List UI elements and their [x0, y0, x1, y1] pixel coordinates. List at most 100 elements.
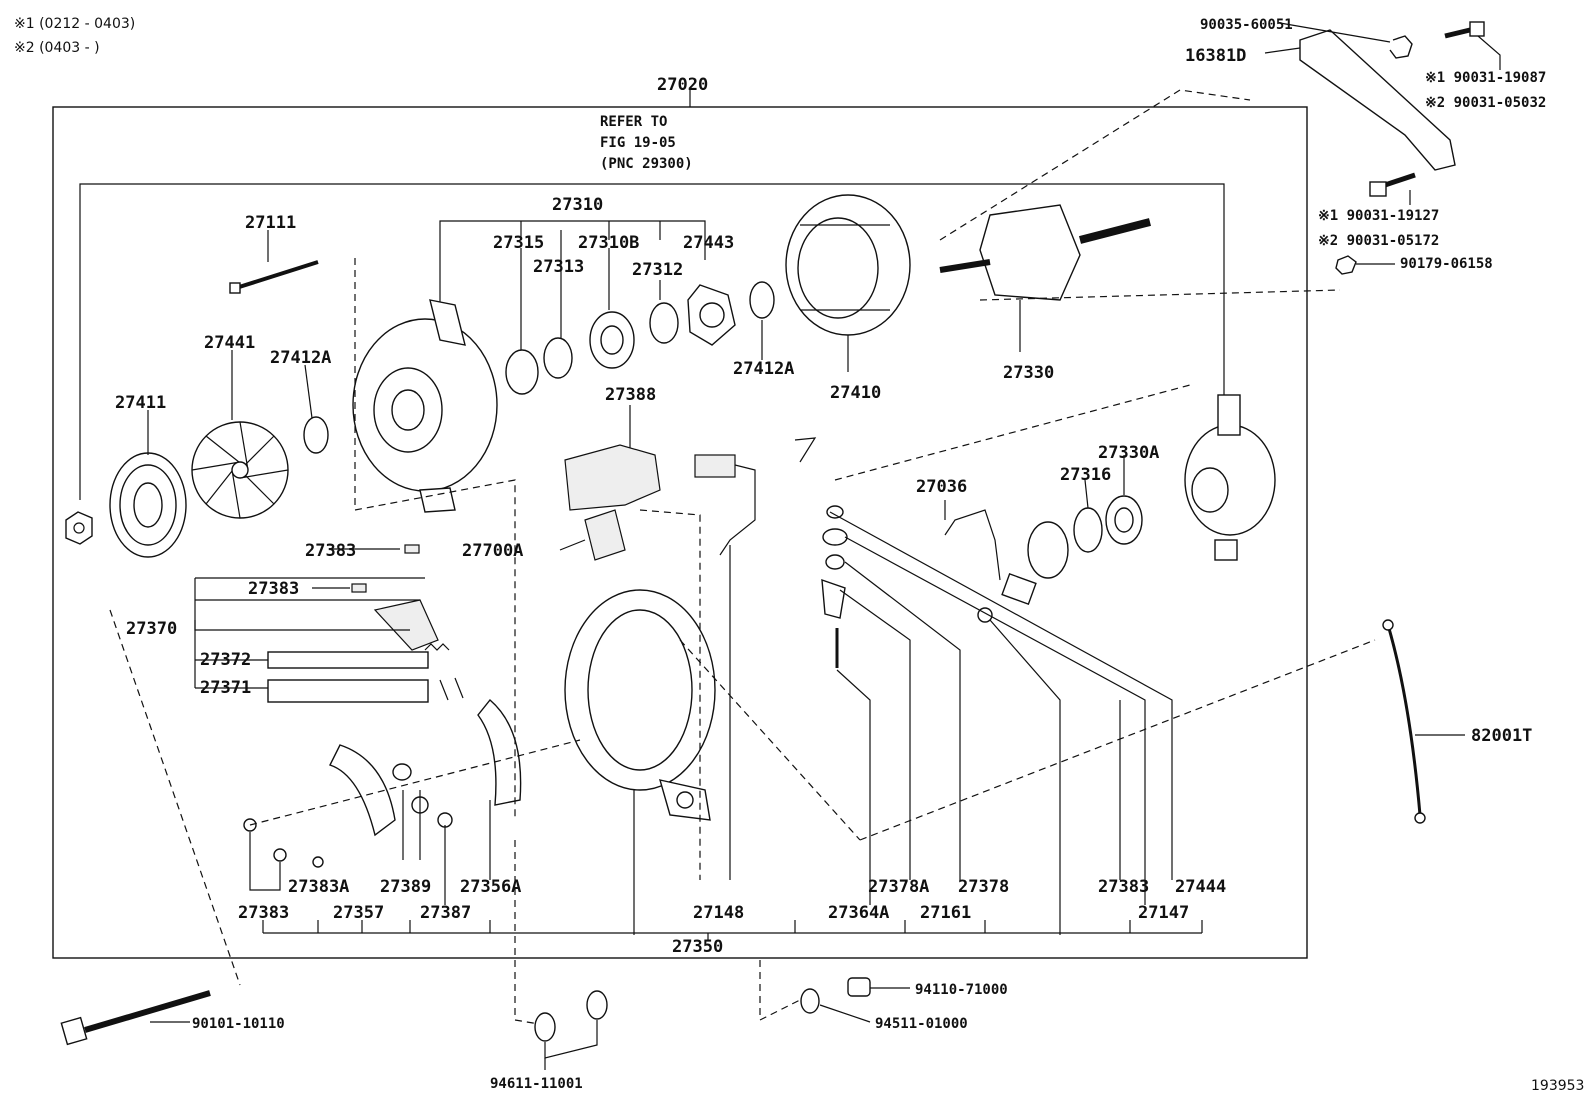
label-27443: 27443: [683, 233, 734, 253]
label-90101-10110: 90101-10110: [192, 1016, 285, 1032]
label-27161: 27161: [920, 903, 971, 923]
insulator-part: [1001, 572, 1037, 606]
label-27700A: 27700A: [462, 541, 523, 561]
retainer-ring-part: [543, 337, 573, 379]
clip-small-part: [404, 544, 420, 554]
plate-part: [564, 444, 661, 511]
label-27111: 27111: [245, 213, 296, 233]
label-90031-19127: ※1 90031-19127: [1318, 208, 1439, 224]
label-27411: 27411: [115, 393, 166, 413]
label-94110-71000: 94110-71000: [915, 982, 1008, 998]
label-27330A: 27330A: [1098, 443, 1159, 463]
bolt-part: [1369, 172, 1416, 197]
rectifier-end-frame-part: [1184, 394, 1276, 561]
washer-part: [534, 1012, 556, 1042]
bushing-part: [392, 763, 412, 781]
label-27383-c: 27383: [238, 903, 289, 923]
bushing-part: [437, 812, 453, 828]
label-27383-b: 27383: [248, 579, 299, 599]
label-27410: 27410: [830, 383, 881, 403]
label-27316: 27316: [1060, 465, 1111, 485]
label-27036: 27036: [916, 477, 967, 497]
label-16381D: 16381D: [1185, 46, 1246, 66]
label-27378: 27378: [958, 877, 1009, 897]
label-27310: 27310: [552, 195, 603, 215]
label-94611-11001: 94611-11001: [490, 1076, 583, 1092]
label-27148: 27148: [693, 903, 744, 923]
label-27378A: 27378A: [868, 877, 929, 897]
spacer-part: [303, 416, 329, 454]
label-27371: 27371: [200, 678, 251, 698]
label-27389: 27389: [380, 877, 431, 897]
drive-end-frame-part: [352, 299, 498, 513]
pulley-part: [109, 452, 187, 558]
clip-part: [794, 437, 817, 463]
label-27372: 27372: [200, 650, 251, 670]
brush-holder-part: [373, 599, 439, 651]
connector-part: [694, 454, 736, 478]
label-27357: 27357: [333, 903, 384, 923]
label-27310B: 27310B: [578, 233, 639, 253]
bearing-part: [589, 311, 635, 369]
note-1: ※1 (0212 - 0403): [14, 16, 135, 32]
label-27383-a: 27383: [305, 541, 356, 561]
label-27315: 27315: [493, 233, 544, 253]
label-27388: 27388: [605, 385, 656, 405]
o-ring-part: [1027, 521, 1069, 579]
rear-cover-part: [564, 589, 716, 821]
label-27412A-left: 27412A: [270, 348, 331, 368]
cover-ring-part: [649, 302, 679, 344]
label-94511-01000: 94511-01000: [875, 1016, 968, 1032]
label-27330: 27330: [1003, 363, 1054, 383]
retainer-plate-part: [687, 284, 736, 346]
assembly-number: 27020: [657, 75, 708, 95]
nut-part: [65, 511, 93, 545]
label-27383A: 27383A: [288, 877, 349, 897]
refer-line-2: FIG 19-05: [600, 135, 676, 151]
label-27350: 27350: [672, 937, 723, 957]
nut-part: [847, 977, 871, 997]
note-2: ※2 (0403 - ): [14, 40, 100, 56]
label-27356A: 27356A: [460, 877, 521, 897]
brush-part: [439, 677, 464, 701]
label-27387: 27387: [420, 903, 471, 923]
nut-part: [1335, 255, 1357, 275]
ground-wire-part: [1386, 624, 1422, 816]
regulator-part: [584, 509, 626, 561]
label-27370: 27370: [126, 619, 177, 639]
clip-small-part: [351, 583, 367, 593]
long-bolt-part: [60, 990, 211, 1046]
label-27364A: 27364A: [828, 903, 889, 923]
spring-part: [424, 643, 450, 651]
refer-line-1: REFER TO: [600, 114, 667, 130]
rotor-part: [939, 204, 1151, 301]
seal-ring-part: [505, 349, 539, 395]
label-27412A-right: 27412A: [733, 359, 794, 379]
washer-part: [800, 988, 820, 1014]
label-27383-d: 27383: [1098, 877, 1149, 897]
fan-part: [191, 421, 289, 519]
label-90035-60051: 90035-60051: [1200, 17, 1293, 33]
label-90031-05032: ※2 90031-05032: [1425, 95, 1546, 111]
stator-part: [785, 194, 911, 336]
washer-part: [586, 990, 608, 1020]
figure-id: 193953: [1531, 1078, 1584, 1094]
bearing-cover-part: [1073, 507, 1103, 553]
insulator-plate-part: [477, 698, 522, 806]
refer-line-3: (PNC 29300): [600, 156, 693, 172]
label-27147: 27147: [1138, 903, 1189, 923]
label-82001T: 82001T: [1471, 726, 1532, 746]
label-90031-05172: ※2 90031-05172: [1318, 233, 1439, 249]
label-90031-19087: ※1 90031-19087: [1425, 70, 1546, 86]
nut-part: [1389, 35, 1413, 59]
label-27441: 27441: [204, 333, 255, 353]
label-27313: 27313: [533, 257, 584, 277]
washer-part: [273, 848, 287, 862]
label-27312: 27312: [632, 260, 683, 280]
terminal-wire-part: [944, 509, 1001, 581]
rear-bearing-part: [1105, 495, 1143, 545]
spacer-collar-part: [749, 281, 775, 319]
bolt-part: [1444, 21, 1485, 39]
